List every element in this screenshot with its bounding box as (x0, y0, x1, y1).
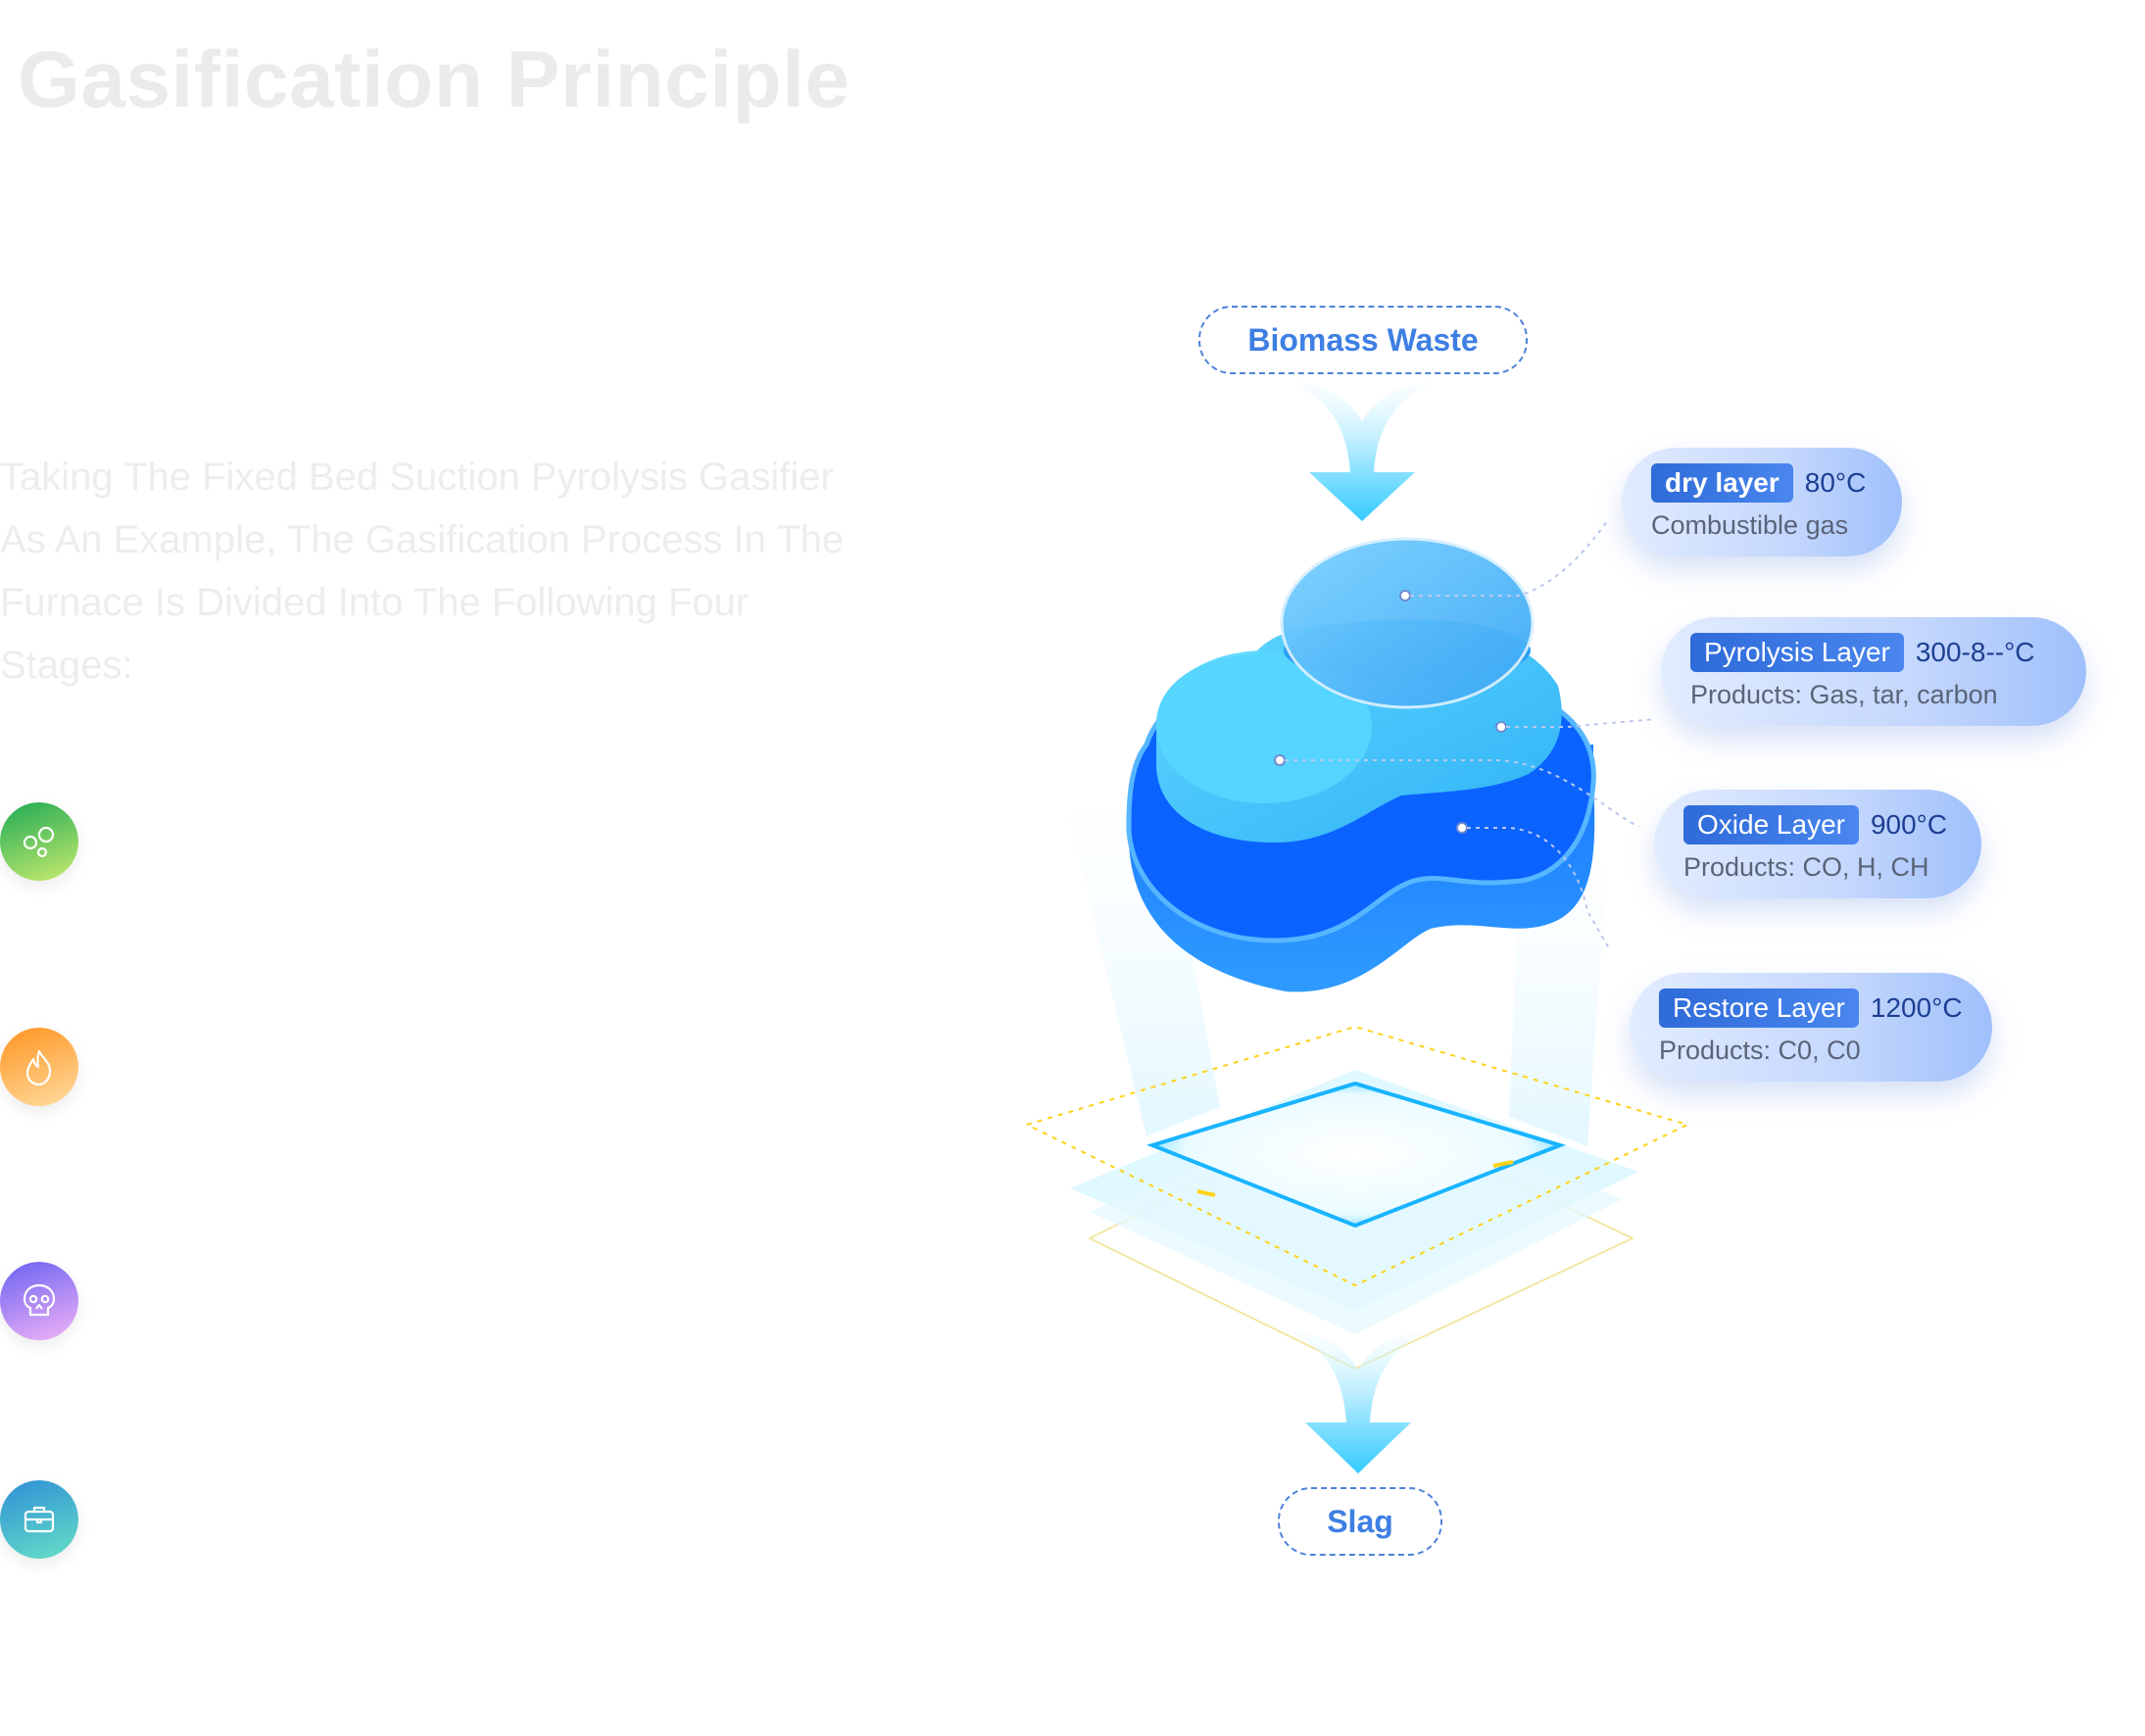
layer-temperature: 80°C (1804, 467, 1867, 498)
layer-temperature: 900°C (1870, 809, 1948, 840)
layer-products: Products: CO, H, CH (1683, 852, 1929, 882)
stage-icon-4[interactable] (0, 1480, 78, 1559)
light-beam-right (1509, 862, 1607, 1146)
layer-name: Oxide Layer (1683, 805, 1859, 844)
layer-card-restore: Restore Layer 1200°C Products: C0, C0 (1630, 973, 1992, 1082)
stage-icon-1[interactable] (0, 802, 78, 881)
skull-icon (23, 1283, 56, 1317)
layer-card-dry: dry layer 80°C Combustible gas (1622, 448, 1902, 556)
layer-card-oxide: Oxide Layer 900°C Products: CO, H, CH (1654, 790, 1981, 898)
input-label: Biomass Waste (1198, 306, 1528, 374)
layer-name: Restore Layer (1659, 989, 1859, 1028)
layer-temperature: 1200°C (1870, 992, 1963, 1023)
layer-products: Products: C0, C0 (1659, 1036, 1861, 1065)
layer-products: Combustible gas (1651, 510, 1849, 540)
output-arrow (1288, 1330, 1429, 1473)
layer-name: dry layer (1651, 463, 1793, 503)
gasifier-stack (1126, 520, 1655, 992)
stage-icon-3[interactable] (0, 1262, 78, 1340)
base-plate (1026, 1025, 1690, 1371)
process-description: Taking The Fixed Bed Suction Pyrolysis G… (0, 456, 845, 687)
light-beam-left (1068, 813, 1220, 1136)
layer-name: Pyrolysis Layer (1690, 633, 1904, 672)
flame-icon (25, 1049, 52, 1086)
bubbles-icon (23, 826, 55, 858)
briefcase-icon (24, 1506, 55, 1533)
output-label: Slag (1278, 1487, 1442, 1556)
input-arrow (1292, 382, 1433, 521)
page-title: Gasification Principle (18, 35, 851, 124)
layer-products: Products: Gas, tar, carbon (1690, 680, 1998, 709)
stage-icon-2[interactable] (0, 1028, 78, 1106)
layer-temperature: 300-8--°C (1915, 637, 2035, 667)
layer-card-pyrolysis: Pyrolysis Layer 300-8--°C Products: Gas,… (1661, 617, 2086, 726)
